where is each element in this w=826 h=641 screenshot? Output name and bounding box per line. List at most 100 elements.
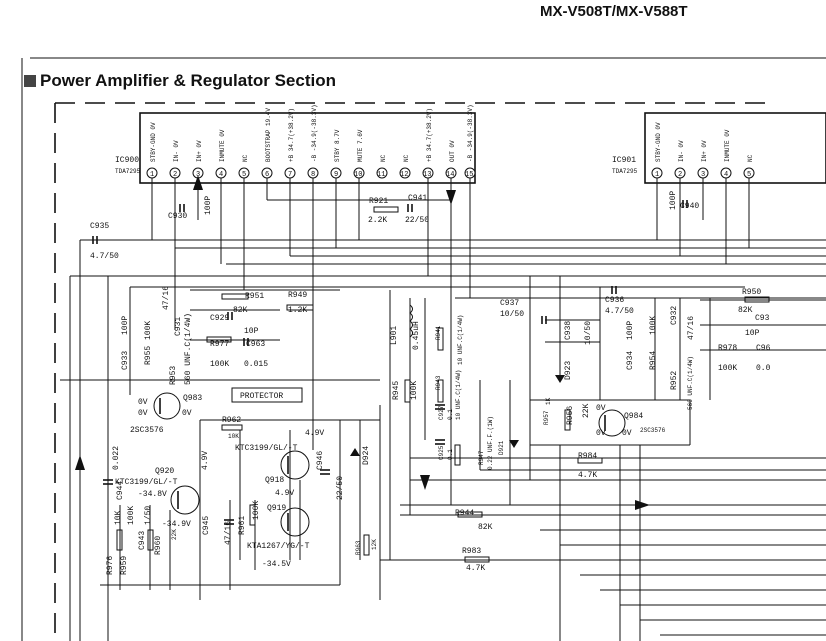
svg-text:R961: R961 bbox=[238, 516, 247, 535]
svg-text:D924: D924 bbox=[362, 446, 371, 465]
svg-text:2.2K: 2.2K bbox=[368, 216, 387, 225]
svg-text:10 UNF.C(1/4W): 10 UNF.C(1/4W) bbox=[455, 370, 462, 420]
resistor-r921 bbox=[373, 206, 399, 213]
svg-text:R951: R951 bbox=[245, 292, 264, 301]
arrow-down-icon bbox=[420, 475, 430, 490]
svg-text:47/16: 47/16 bbox=[224, 521, 233, 545]
svg-text:10/50: 10/50 bbox=[500, 310, 524, 319]
resistor-r956 bbox=[564, 409, 571, 431]
resistor-r960 bbox=[147, 529, 154, 551]
resistor-r959 bbox=[116, 529, 123, 551]
capacitor-symbols bbox=[92, 200, 688, 525]
svg-text:4.9V: 4.9V bbox=[201, 451, 210, 470]
resistor-r945 bbox=[404, 379, 411, 403]
inductor-l901 bbox=[409, 304, 413, 338]
svg-text:4.7K: 4.7K bbox=[578, 471, 597, 480]
svg-text:0.015: 0.015 bbox=[244, 360, 268, 369]
svg-text:R952: R952 bbox=[670, 371, 679, 390]
svg-text:4: 4 bbox=[724, 171, 728, 179]
svg-text:100K: 100K bbox=[410, 381, 419, 400]
svg-text:R983: R983 bbox=[462, 547, 481, 556]
svg-text:R959: R959 bbox=[120, 556, 129, 575]
svg-text:13: 13 bbox=[423, 171, 431, 179]
transistor-q919 bbox=[280, 507, 310, 537]
svg-text:12K: 12K bbox=[371, 539, 378, 550]
svg-text:R953: R953 bbox=[169, 366, 178, 385]
svg-text:C946: C946 bbox=[316, 451, 325, 470]
resistor-r983 bbox=[464, 556, 490, 563]
svg-text:560 UNF.C(1/4W): 560 UNF.C(1/4W) bbox=[687, 356, 694, 410]
diode-d923-icon bbox=[555, 375, 565, 383]
svg-text:3: 3 bbox=[196, 171, 200, 179]
svg-text:C936: C936 bbox=[605, 296, 624, 305]
svg-text:C941: C941 bbox=[408, 194, 427, 203]
svg-text:47/16: 47/16 bbox=[162, 286, 171, 310]
svg-text:Q918: Q918 bbox=[265, 476, 284, 485]
svg-text:-34.5V: -34.5V bbox=[262, 560, 291, 569]
arrow-right-icon bbox=[635, 500, 650, 510]
ic901-part: TDA7295 bbox=[612, 168, 638, 175]
svg-text:Q983: Q983 bbox=[183, 394, 202, 403]
svg-text:22/50: 22/50 bbox=[336, 476, 345, 500]
svg-text:100P: 100P bbox=[669, 191, 678, 210]
svg-text:0.45uH: 0.45uH bbox=[412, 321, 421, 350]
svg-text:14: 14 bbox=[446, 171, 454, 179]
svg-text:R949: R949 bbox=[288, 291, 307, 300]
svg-text:11: 11 bbox=[377, 171, 385, 179]
svg-text:R955: R955 bbox=[144, 346, 153, 365]
resistor-r949 bbox=[286, 304, 314, 311]
svg-text:R945: R945 bbox=[392, 381, 401, 400]
svg-text:C937: C937 bbox=[500, 299, 519, 308]
svg-text:4.7/50: 4.7/50 bbox=[90, 252, 119, 261]
ic900-pin-label: OUT 0V bbox=[449, 140, 456, 162]
svg-text:R978: R978 bbox=[718, 344, 737, 353]
svg-text:100K: 100K bbox=[252, 501, 261, 520]
svg-text:22K: 22K bbox=[171, 529, 178, 540]
svg-text:100K: 100K bbox=[144, 321, 153, 340]
resistor-r962 bbox=[221, 424, 243, 431]
svg-text:2: 2 bbox=[678, 171, 682, 179]
ic900-pin-label: STBY-GND 0V bbox=[150, 122, 157, 162]
svg-text:C940: C940 bbox=[680, 202, 699, 211]
svg-text:10 UNF.C(1/4W): 10 UNF.C(1/4W) bbox=[457, 315, 464, 365]
svg-text:10P: 10P bbox=[745, 329, 760, 338]
svg-text:10/50: 10/50 bbox=[584, 321, 593, 345]
svg-text:R921: R921 bbox=[369, 197, 388, 206]
svg-text:R962: R962 bbox=[222, 416, 241, 425]
resistor-symbols bbox=[116, 206, 770, 563]
svg-text:R977: R977 bbox=[210, 340, 229, 349]
svg-text:C943: C943 bbox=[138, 531, 147, 550]
resistor-r961 bbox=[249, 504, 256, 526]
svg-text:100P: 100P bbox=[121, 316, 130, 335]
ic901-pin-label: STBY-GND 0V bbox=[655, 122, 662, 162]
svg-text:4.7K: 4.7K bbox=[466, 564, 485, 573]
svg-text:KTA1267/YG/-T: KTA1267/YG/-T bbox=[247, 542, 310, 551]
svg-text:0.22 UNF.F.(1W): 0.22 UNF.F.(1W) bbox=[487, 416, 494, 470]
svg-text:L901: L901 bbox=[390, 326, 399, 345]
svg-text:C930: C930 bbox=[168, 212, 187, 221]
ic900-pin-labels: STBY-GND 0V IN- 0V IN+ 0V INMUTE 0V NC B… bbox=[150, 104, 474, 162]
arrow-down-icon bbox=[446, 190, 456, 205]
ic900-pin-label: NC bbox=[380, 154, 387, 162]
svg-text:2SC3576: 2SC3576 bbox=[130, 426, 164, 435]
svg-text:C931: C931 bbox=[174, 317, 183, 336]
resistor-r984 bbox=[577, 457, 603, 464]
svg-text:82K: 82K bbox=[478, 523, 493, 532]
svg-text:Q920: Q920 bbox=[155, 467, 174, 476]
ic900-pin-label: MUTE 7.6V bbox=[357, 129, 364, 162]
svg-text:100P: 100P bbox=[626, 321, 635, 340]
resistor-r963 bbox=[363, 534, 370, 556]
arrow-up-icon bbox=[75, 455, 85, 470]
svg-text:R954: R954 bbox=[649, 351, 658, 370]
model-number: MX-V508T/MX-V588T bbox=[540, 3, 688, 20]
ic901-pin-label: NC bbox=[747, 154, 754, 162]
svg-text:D923: D923 bbox=[564, 361, 573, 380]
svg-text:0V: 0V bbox=[138, 409, 148, 418]
resistor-r943 bbox=[437, 379, 444, 403]
protector-block: PROTECTOR bbox=[231, 387, 303, 403]
svg-text:4: 4 bbox=[219, 171, 223, 179]
svg-text:C938: C938 bbox=[564, 321, 573, 340]
svg-text:C93: C93 bbox=[755, 314, 770, 323]
svg-text:R976: R976 bbox=[106, 556, 115, 575]
